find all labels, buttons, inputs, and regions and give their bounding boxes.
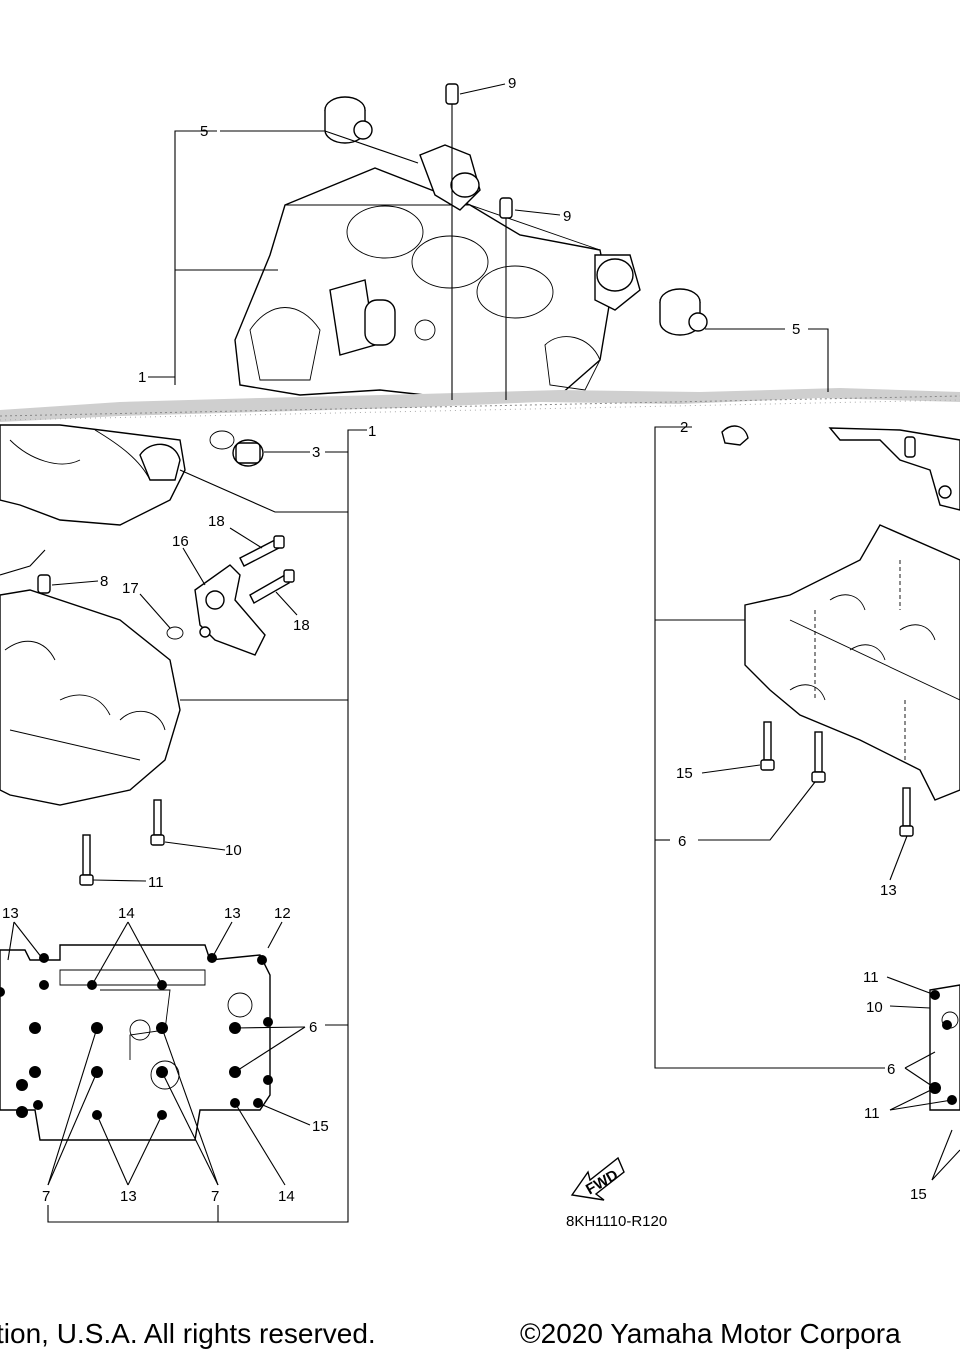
engine-mount-5b: [659, 288, 708, 336]
callout-14b: 14: [278, 1188, 295, 1205]
callout-11c: 11: [864, 1105, 880, 1122]
callout-6c: 6: [887, 1061, 895, 1078]
callout-9a: 9: [508, 75, 516, 92]
callout-5a: 5: [200, 123, 208, 140]
callout-18b: 18: [293, 617, 310, 634]
callout-1b: 1: [368, 423, 376, 440]
callout-14a: 14: [118, 905, 135, 922]
diagram-code: 8KH1110-R120: [566, 1213, 667, 1230]
lower-crankcase-plan: [0, 944, 273, 1141]
callout-7b: 7: [211, 1188, 219, 1205]
callout-15b: 15: [312, 1118, 329, 1135]
callout-13b: 13: [2, 905, 19, 922]
callout-11b: 11: [863, 969, 879, 986]
callout-11a: 11: [148, 874, 164, 891]
callout-1a: 1: [138, 369, 146, 386]
callout-10b: 10: [866, 999, 883, 1016]
bolt-18b: [249, 569, 295, 604]
plug-3: [209, 430, 264, 467]
callout-15a: 15: [676, 765, 693, 782]
engine-mount-5a: [324, 96, 373, 144]
callout-18a: 18: [208, 513, 225, 530]
callout-6a: 6: [678, 833, 686, 850]
o-ring-17: [166, 626, 184, 640]
callout-17: 17: [122, 580, 139, 597]
callout-7a: 7: [42, 1188, 50, 1205]
bolt-6-right: [811, 731, 826, 783]
crankcase-right-lower: [744, 524, 960, 801]
callout-6b: 6: [309, 1019, 317, 1036]
bolt-10-left: [150, 799, 165, 846]
bolt-13-right: [899, 787, 914, 837]
callout-3: 3: [312, 444, 320, 461]
torn-edge-band: [0, 388, 960, 422]
crankcase-right-plan: [929, 984, 960, 1111]
callout-10a: 10: [225, 842, 242, 859]
callout-2: 2: [680, 419, 688, 436]
callout-13a: 13: [880, 882, 897, 899]
copyright-left: tion, U.S.A. All rights reserved.: [0, 1318, 376, 1349]
crankcase-right-upper: [721, 425, 960, 511]
callout-15c: 15: [910, 1186, 927, 1203]
crankcase-left-section: [0, 424, 186, 526]
dowel-pin-8: [37, 574, 51, 594]
upper-crankcase-block: [234, 144, 641, 401]
cover-16: [194, 564, 266, 656]
callout-13c: 13: [224, 905, 241, 922]
bolt-15-right: [760, 721, 775, 771]
callout-13d: 13: [120, 1188, 137, 1205]
lower-crankcase-left: [0, 589, 181, 806]
callout-12: 12: [274, 905, 291, 922]
dowel-pin-9b: [499, 197, 513, 219]
callout-labels: 5 9 9 5 1 1 2 3 18 16 8 17 18 15 6 10 11…: [2, 75, 927, 1230]
dowel-pin-9a: [445, 83, 459, 105]
callout-9b: 9: [563, 208, 571, 225]
fwd-arrow: FWD: [570, 1156, 625, 1201]
copyright-right: ©2020 Yamaha Motor Corpora: [520, 1318, 901, 1349]
bolt-18a: [239, 535, 285, 567]
callout-5b: 5: [792, 321, 800, 338]
callout-8: 8: [100, 573, 108, 590]
bolt-11-left: [79, 834, 94, 886]
leader-lines: [0, 83, 960, 1223]
callout-16: 16: [172, 533, 189, 550]
